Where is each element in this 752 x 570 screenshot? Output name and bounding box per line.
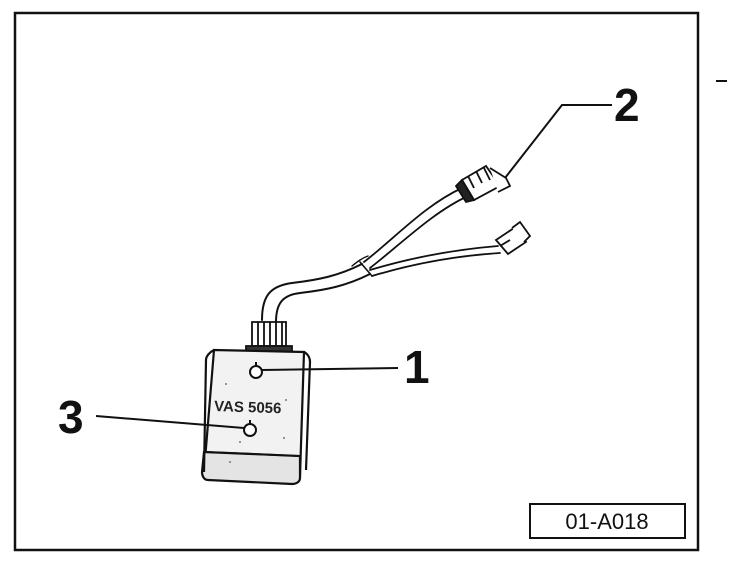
device-label: VAS 5056 — [214, 398, 282, 417]
led-indicator-lower — [243, 420, 257, 437]
led-indicator-upper — [249, 362, 263, 379]
vas-device-box — [200, 348, 312, 486]
cable-strain-relief — [245, 321, 293, 355]
callout-1: 1 — [404, 341, 430, 393]
upper-branch-wire — [363, 187, 463, 263]
leader-line-3 — [95, 415, 245, 429]
figure-frame — [13, 11, 700, 552]
main-cable — [261, 263, 363, 321]
callout-2: 2 — [614, 79, 640, 131]
leader-lines — [95, 104, 612, 429]
small-plug — [494, 220, 532, 256]
cable-assembly — [261, 187, 501, 323]
diagnostic-connector — [454, 164, 512, 204]
callout-3: 3 — [58, 391, 84, 443]
figure-code: 01-A018 — [565, 509, 648, 534]
leader-line-2 — [504, 104, 612, 179]
figure-code-box — [529, 503, 686, 539]
lower-branch-wire — [369, 245, 499, 271]
leader-line-1 — [261, 367, 399, 371]
device-bottom-face — [200, 450, 302, 486]
